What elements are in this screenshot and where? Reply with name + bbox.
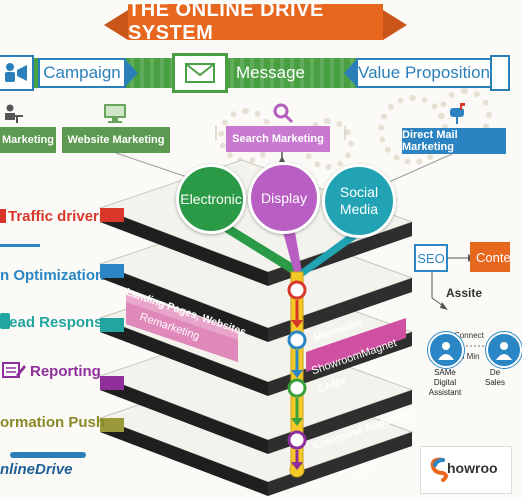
value-proposition-icon xyxy=(490,55,510,91)
digital-assistant-icon xyxy=(428,332,464,368)
campaign-tag: Campaign xyxy=(38,58,126,88)
person-desk-icon xyxy=(5,104,23,123)
logo-swoosh xyxy=(10,452,86,458)
value-proposition-tag: Value Proposition xyxy=(356,58,492,88)
search-marketing-box: Search Marketing xyxy=(226,126,330,152)
showroom-logo-mark xyxy=(430,457,448,482)
information-push-label: ormation Push xyxy=(0,414,106,431)
online-drive-logo-text: nlineDrive xyxy=(0,461,73,478)
reporting-icon xyxy=(2,362,26,378)
message-label: Message xyxy=(236,63,305,82)
dealer-sales-icon xyxy=(486,332,522,368)
page-title: THE ONLINE DRIVE SYSTEM xyxy=(128,0,383,44)
assisted-label: Assite xyxy=(446,286,483,300)
lead-response-label: Lead Response xyxy=(0,314,111,331)
lead-icon xyxy=(0,313,10,329)
traffic-icon xyxy=(0,209,6,223)
display-bubble: Display xyxy=(248,162,320,234)
connect-label: Connect xyxy=(454,331,484,340)
showroom-logo: howroo xyxy=(420,446,512,494)
optimization-line xyxy=(0,244,40,247)
electronic-bubble: Electronic xyxy=(176,164,246,234)
value-proposition-arrow xyxy=(344,58,358,88)
content-box: Conte xyxy=(470,242,511,272)
online-drive-logo: nlineDrive xyxy=(0,448,110,500)
title-ribbon-right xyxy=(383,10,407,40)
same-digital-assistant-label: SAMe Digital Assistant xyxy=(428,368,462,397)
campaign-arrow xyxy=(124,58,138,88)
computer-icon xyxy=(104,104,126,123)
time-label: 5 Min xyxy=(460,352,480,361)
direct-mail-marketing-box: Direct Mail Marketing xyxy=(402,128,506,154)
seo-box: SEO xyxy=(414,244,448,272)
traffic-drivers-label: Traffic drivers xyxy=(8,208,108,225)
campaign-icon xyxy=(0,55,34,91)
marketing-box-left: Marketing xyxy=(0,127,56,153)
website-marketing-box: Website Marketing xyxy=(62,127,170,153)
mailbox-icon xyxy=(450,103,465,124)
social-media-bubble: Social Media xyxy=(322,164,396,238)
reporting-label: Reporting xyxy=(30,363,101,380)
showroom-logo-text: howroo xyxy=(447,460,498,476)
title-ribbon-left xyxy=(104,10,128,40)
envelope-icon xyxy=(172,53,228,93)
dealer-sales-label: De Sales xyxy=(484,368,505,387)
magnifier-icon xyxy=(273,103,294,124)
optimization-label: n Optimization xyxy=(0,267,105,284)
